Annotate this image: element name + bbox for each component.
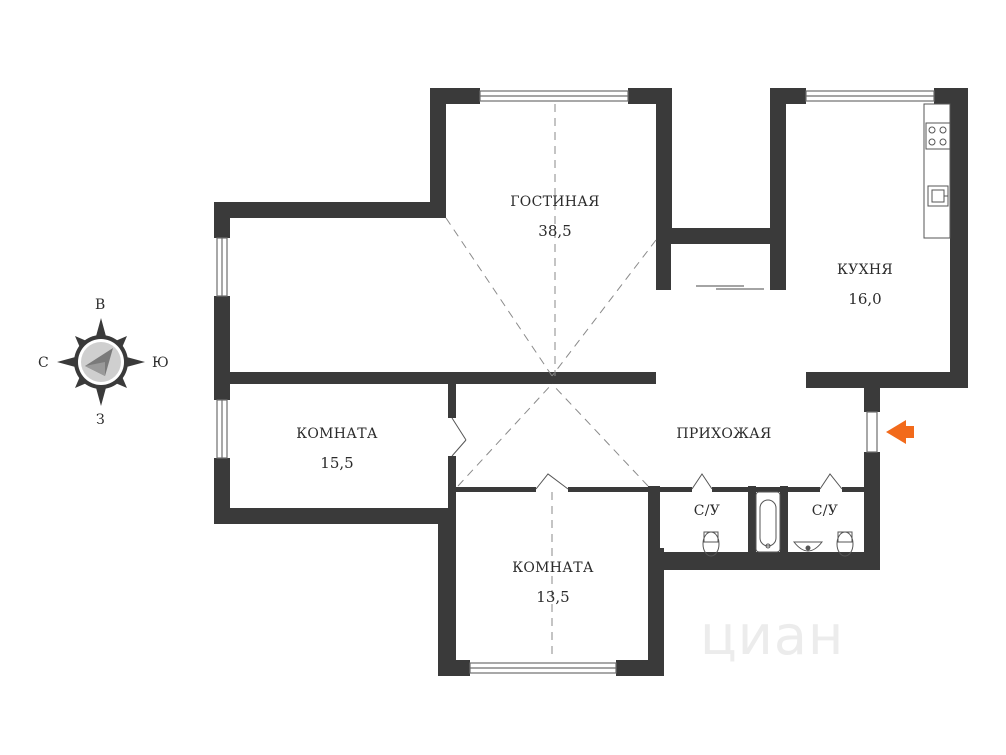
bathroom-fixtures [702,491,854,557]
watermark-logo: циан [700,604,845,667]
walls [214,88,968,676]
bathtub-icon [755,491,781,553]
room-name-hall: ПРИХОЖАЯ [676,426,772,442]
room-area-room2: 13,5 [536,588,570,606]
room-name-room1: КОМНАТА [296,426,378,442]
room-area-living: 38,5 [538,222,572,240]
toilet-icon [702,531,720,557]
room-area-room1: 15,5 [320,454,354,472]
toilet-icon [836,531,854,557]
room-name-kitchen: КУХНЯ [837,262,893,278]
entrance-arrow-icon [886,420,914,444]
room-name-living: ГОСТИНАЯ [510,194,600,210]
compass-north-label: В [95,297,106,313]
ceiling-guides [445,104,657,660]
window-icon [216,90,935,674]
compass-east-label: Ю [152,355,169,371]
compass-south-label: З [96,412,105,428]
compass-west-label: С [38,355,49,371]
room-area-kitchen: 16,0 [848,290,882,308]
room-name-wc2: С/У [811,503,839,519]
sink-icon [927,185,949,207]
room-name-wc1: С/У [693,503,721,519]
washbasin-icon [792,541,824,552]
door-icon [451,417,843,490]
room-name-room2: КОМНАТА [512,560,594,576]
compass-icon [57,318,145,406]
kitchen-fixtures [923,103,951,239]
stove-icon [925,122,951,150]
